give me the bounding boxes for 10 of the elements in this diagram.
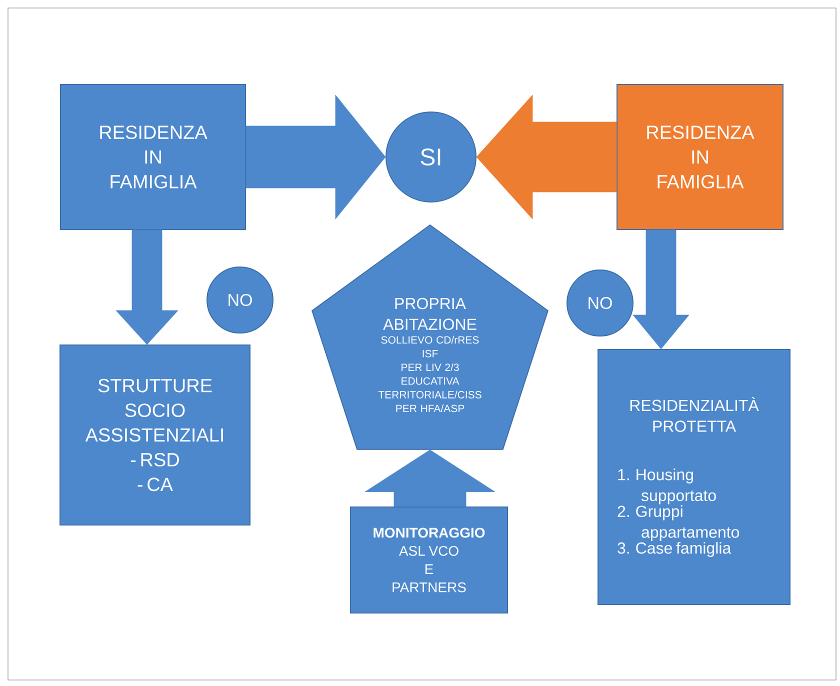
process-box: RESIDENZA IN FAMIGLIA [616,84,784,230]
block-arrow [116,230,178,345]
block-arrow [632,230,690,350]
block-arrow [246,94,386,220]
process-box: MONITORAGGIO ASL VCO E PARTNERS [350,506,508,614]
block-arrow [476,94,617,220]
process-box: RESIDENZIALITÀ PROTETTA 1. Housing supportato 2. Gruppi appartamento 3. Case famiglia [598,349,790,605]
process-box: RESIDENZA IN FAMIGLIA [60,84,246,230]
block-arrow [364,450,496,507]
process-box: STRUTTURE SOCIO ASSISTENZIALI - RSD - CA [60,344,250,526]
